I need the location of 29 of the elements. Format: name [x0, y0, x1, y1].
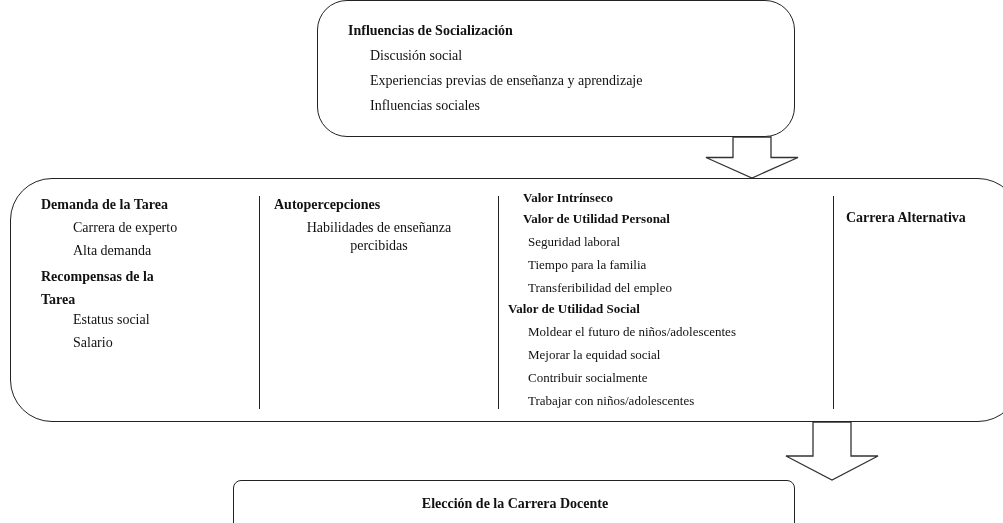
heading: Recompensas de la Tarea	[41, 268, 155, 309]
list-item: Estatus social	[73, 311, 150, 329]
list-item: Discusión social	[370, 47, 463, 65]
list-item: Moldear el futuro de niños/adolescentes	[528, 323, 736, 341]
list-item: Mejorar la equidad social	[528, 346, 661, 364]
list-item: Alta demanda	[73, 242, 152, 260]
list-item: Transferibilidad del empleo	[528, 279, 672, 297]
block-arrow	[705, 136, 799, 179]
block-arrow	[785, 421, 879, 481]
heading: Carrera Alternativa	[846, 209, 966, 227]
heading: Autopercepciones	[274, 196, 381, 214]
list-item: Trabajar con niños/adolescentes	[528, 392, 695, 410]
heading: Valor de Utilidad Social	[508, 300, 640, 318]
list-item: Influencias sociales	[370, 97, 480, 115]
heading: Elección de la Carrera Docente	[420, 495, 610, 513]
rounded-box	[10, 178, 1003, 422]
heading: Valor Intrínseco	[523, 189, 613, 207]
heading: Valor de Utilidad Personal	[523, 210, 670, 228]
list-item: Experiencias previas de enseñanza y aprendizaje	[370, 72, 643, 90]
list-item: Seguridad laboral	[528, 233, 621, 251]
list-item: Contribuir socialmente	[528, 369, 648, 387]
list-item: Carrera de experto	[73, 219, 178, 237]
rounded-box	[233, 480, 795, 523]
heading: Influencias de Socialización	[348, 22, 513, 40]
list-item: Salario	[73, 334, 113, 352]
rounded-box	[317, 0, 795, 137]
heading: Demanda de la Tarea	[41, 196, 168, 214]
list-item: Habilidades de enseñanza percibidas	[305, 219, 453, 255]
list-item: Tiempo para la familia	[528, 256, 647, 274]
